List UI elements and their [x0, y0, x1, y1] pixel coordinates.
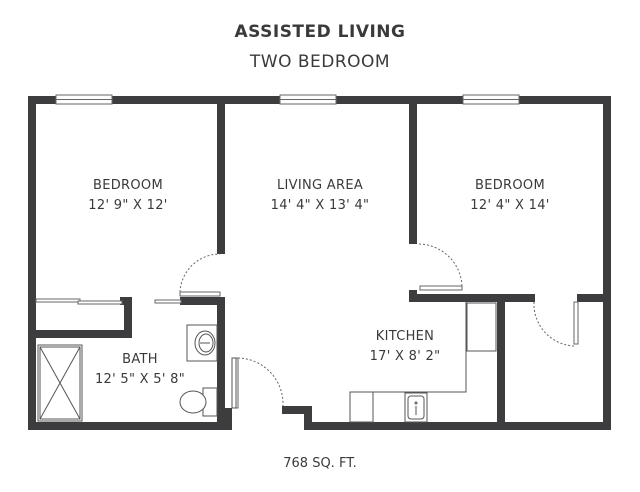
doors: [35, 243, 579, 409]
door-icon: [419, 285, 463, 291]
room-name: BEDROOM: [93, 178, 163, 193]
room-dimensions: 14' 4" X 13' 4": [270, 198, 370, 213]
door-icon: [179, 291, 221, 297]
room-living-area: LIVING AREA 14' 4" X 13' 4": [235, 176, 405, 216]
kitchen-sink-icon: [404, 392, 428, 423]
room-name: KITCHEN: [375, 329, 435, 344]
door-swing-icon: [417, 243, 463, 287]
plan-subtitle: TWO BEDROOM: [249, 52, 391, 72]
room-bedroom-1: BEDROOM 12' 9" X 12': [48, 176, 208, 216]
kitchen-counter: [349, 302, 497, 423]
room-bedroom-2: BEDROOM 12' 4" X 14': [425, 176, 595, 216]
room-name: BEDROOM: [475, 178, 545, 193]
door-swing-icon: [237, 357, 284, 407]
shower-icon: [37, 344, 83, 422]
toilet-icon: [179, 387, 218, 417]
room-bath: BATH 12' 5" X 5' 8": [80, 350, 200, 390]
windows: [55, 94, 520, 105]
room-dimensions: 12' 4" X 14': [470, 198, 550, 213]
door-icon: [573, 301, 579, 345]
fixtures: [37, 302, 497, 423]
door-swing-icon: [533, 301, 577, 347]
room-dimensions: 12' 5" X 5' 8": [94, 372, 186, 387]
room-kitchen: KITCHEN 17' X 8' 2": [340, 327, 470, 367]
sink-icon: [186, 324, 218, 362]
room-dimensions: 17' X 8' 2": [369, 349, 441, 364]
room-name: BATH: [122, 352, 158, 367]
door-swing-icon: [179, 253, 221, 293]
plan-title: ASSISTED LIVING: [234, 22, 406, 42]
room-name: LIVING AREA: [276, 178, 364, 193]
room-dimensions: 12' 9" X 12': [88, 198, 168, 213]
square-footage: 768 SQ. FT.: [283, 456, 357, 471]
